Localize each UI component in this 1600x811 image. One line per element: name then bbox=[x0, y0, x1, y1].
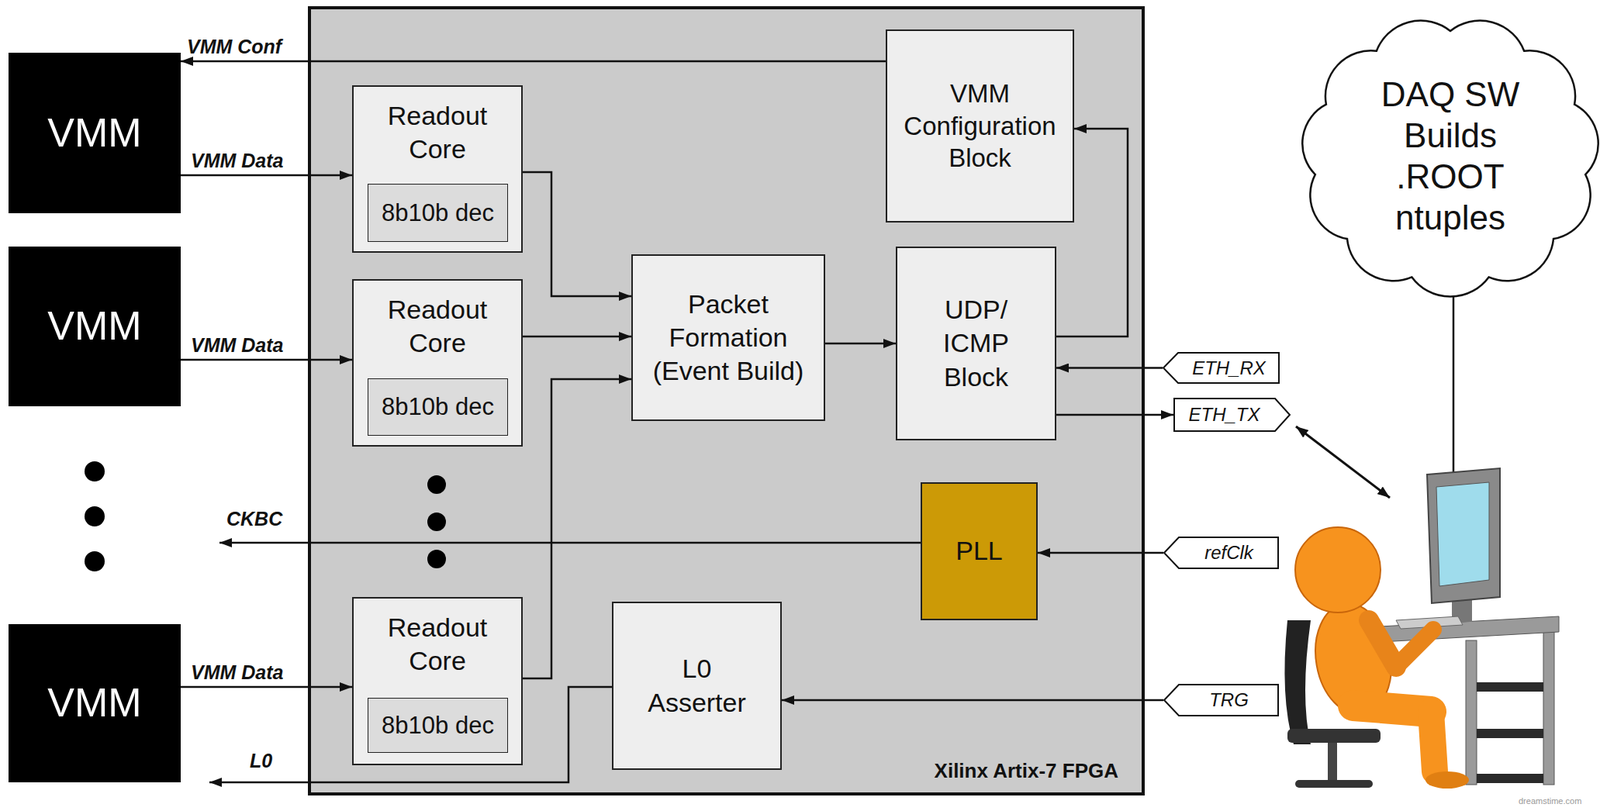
watermark: dreamstime.com bbox=[1518, 796, 1582, 807]
decoder-box: 8b10b dec bbox=[367, 378, 508, 436]
block-label: L0 Asserter bbox=[639, 652, 756, 719]
signal-connector bbox=[781, 699, 1164, 702]
software-cloud: DAQ SW Builds .ROOT ntuples bbox=[1287, 4, 1600, 309]
readout-core-box: Readout Core 8b10b dec bbox=[352, 279, 523, 447]
port-tag: TRG bbox=[1163, 684, 1279, 717]
signal-connector bbox=[180, 174, 353, 177]
chip-label: VMM bbox=[47, 303, 142, 350]
port-tag: refClk bbox=[1163, 536, 1279, 570]
signal-name: VMM Conf bbox=[186, 35, 282, 59]
person-head bbox=[1295, 527, 1381, 613]
process-box: UDP/ ICMP Block bbox=[895, 246, 1057, 441]
device-label: Xilinx Artix-7 FPGA bbox=[934, 760, 1119, 784]
signal-name: VMM Data bbox=[190, 661, 284, 685]
port-tag-shape bbox=[1163, 352, 1279, 384]
monitor-screen bbox=[1436, 482, 1490, 587]
block-label: UDP/ ICMP Block bbox=[918, 293, 1035, 394]
pll-box: PLL bbox=[920, 482, 1038, 621]
chair-back bbox=[1284, 620, 1311, 745]
ellipsis-dot bbox=[84, 461, 105, 482]
block-label: Packet Formation (Event Build) bbox=[639, 287, 818, 389]
port-tag-shape bbox=[1174, 398, 1290, 432]
chair-base bbox=[1295, 780, 1373, 788]
chair-leg bbox=[1327, 742, 1338, 784]
block-label: Readout Core bbox=[375, 293, 500, 360]
desk-shelf bbox=[1476, 682, 1544, 692]
decoder-box: 8b10b dec bbox=[367, 183, 508, 242]
ellipsis-dot bbox=[84, 551, 105, 572]
ellipsis-dot bbox=[427, 549, 446, 569]
desk-shelf bbox=[1476, 729, 1544, 739]
signal-connector bbox=[522, 172, 632, 297]
fpga-box: Xilinx Artix-7 FPGA Readout Core 8b10b dec… bbox=[307, 6, 1145, 796]
ellipsis-dot bbox=[84, 506, 105, 527]
chair-seat bbox=[1287, 729, 1381, 743]
signal-name: ETH_RX bbox=[1192, 357, 1266, 380]
block-label: PLL bbox=[955, 534, 1003, 568]
signal-name: L0 bbox=[249, 749, 273, 773]
vmm-chip: VMM bbox=[8, 52, 181, 214]
signal-connector bbox=[522, 335, 632, 339]
decoder-box: 8b10b dec bbox=[367, 698, 508, 754]
signal-name: ETH_TX bbox=[1188, 404, 1260, 426]
trigger-wire bbox=[209, 687, 612, 783]
block-label: 8b10b dec bbox=[381, 711, 495, 740]
port-tag-shape bbox=[1164, 537, 1279, 569]
process-box: Packet Formation (Event Build) bbox=[631, 254, 826, 422]
person-leg bbox=[1430, 711, 1435, 772]
signal-connector bbox=[1056, 366, 1163, 370]
vmm-chip: VMM bbox=[8, 624, 181, 783]
person-foot bbox=[1425, 771, 1469, 789]
monitor-frame bbox=[1427, 468, 1500, 604]
desk-leg bbox=[1465, 640, 1477, 785]
person-arm bbox=[1396, 629, 1434, 667]
signal-name: VMM Data bbox=[190, 149, 284, 173]
cloud-text: DAQ SW Builds .ROOT ntuples bbox=[1368, 74, 1532, 239]
process-box: L0 Asserter bbox=[611, 601, 782, 771]
signal-name: refClk bbox=[1204, 542, 1254, 564]
readout-core-box: Readout Core 8b10b dec bbox=[352, 85, 523, 253]
signal-connector bbox=[1056, 414, 1174, 417]
signal-connector bbox=[825, 342, 896, 346]
software-cloud-outline bbox=[1287, 4, 1600, 309]
port-tag-shape bbox=[1164, 684, 1279, 716]
signal-connector bbox=[180, 359, 353, 362]
signal-connector bbox=[180, 60, 886, 63]
process-box: VMM Configuration Block bbox=[885, 29, 1075, 223]
desk-leg bbox=[1543, 629, 1555, 785]
vmm-chip: VMM bbox=[8, 246, 181, 407]
signal-name: TRG bbox=[1209, 689, 1249, 712]
port-tag: ETH_TX bbox=[1173, 397, 1291, 432]
block-label: Readout Core bbox=[375, 99, 500, 166]
signal-name: CKBC bbox=[226, 507, 283, 531]
network-link bbox=[1295, 426, 1390, 498]
block-label: VMM Configuration Block bbox=[893, 77, 1067, 176]
fpga-fill bbox=[307, 6, 1145, 796]
signal-name: VMM Data bbox=[190, 334, 284, 357]
desk-shelf bbox=[1476, 774, 1544, 784]
software-cloud-shape bbox=[1302, 20, 1598, 298]
chip-label: VMM bbox=[47, 680, 142, 727]
ellipsis-dot bbox=[427, 512, 446, 532]
port-tag: ETH_RX bbox=[1162, 352, 1280, 384]
block-label: 8b10b dec bbox=[381, 393, 495, 422]
clock-wire bbox=[219, 542, 921, 545]
chip-label: VMM bbox=[47, 110, 142, 157]
signal-connector bbox=[180, 686, 353, 689]
ellipsis-dot bbox=[427, 475, 446, 495]
block-label: Readout Core bbox=[375, 611, 500, 678]
readout-core-box: Readout Core 8b10b dec bbox=[352, 597, 523, 766]
block-label: 8b10b dec bbox=[381, 199, 495, 228]
